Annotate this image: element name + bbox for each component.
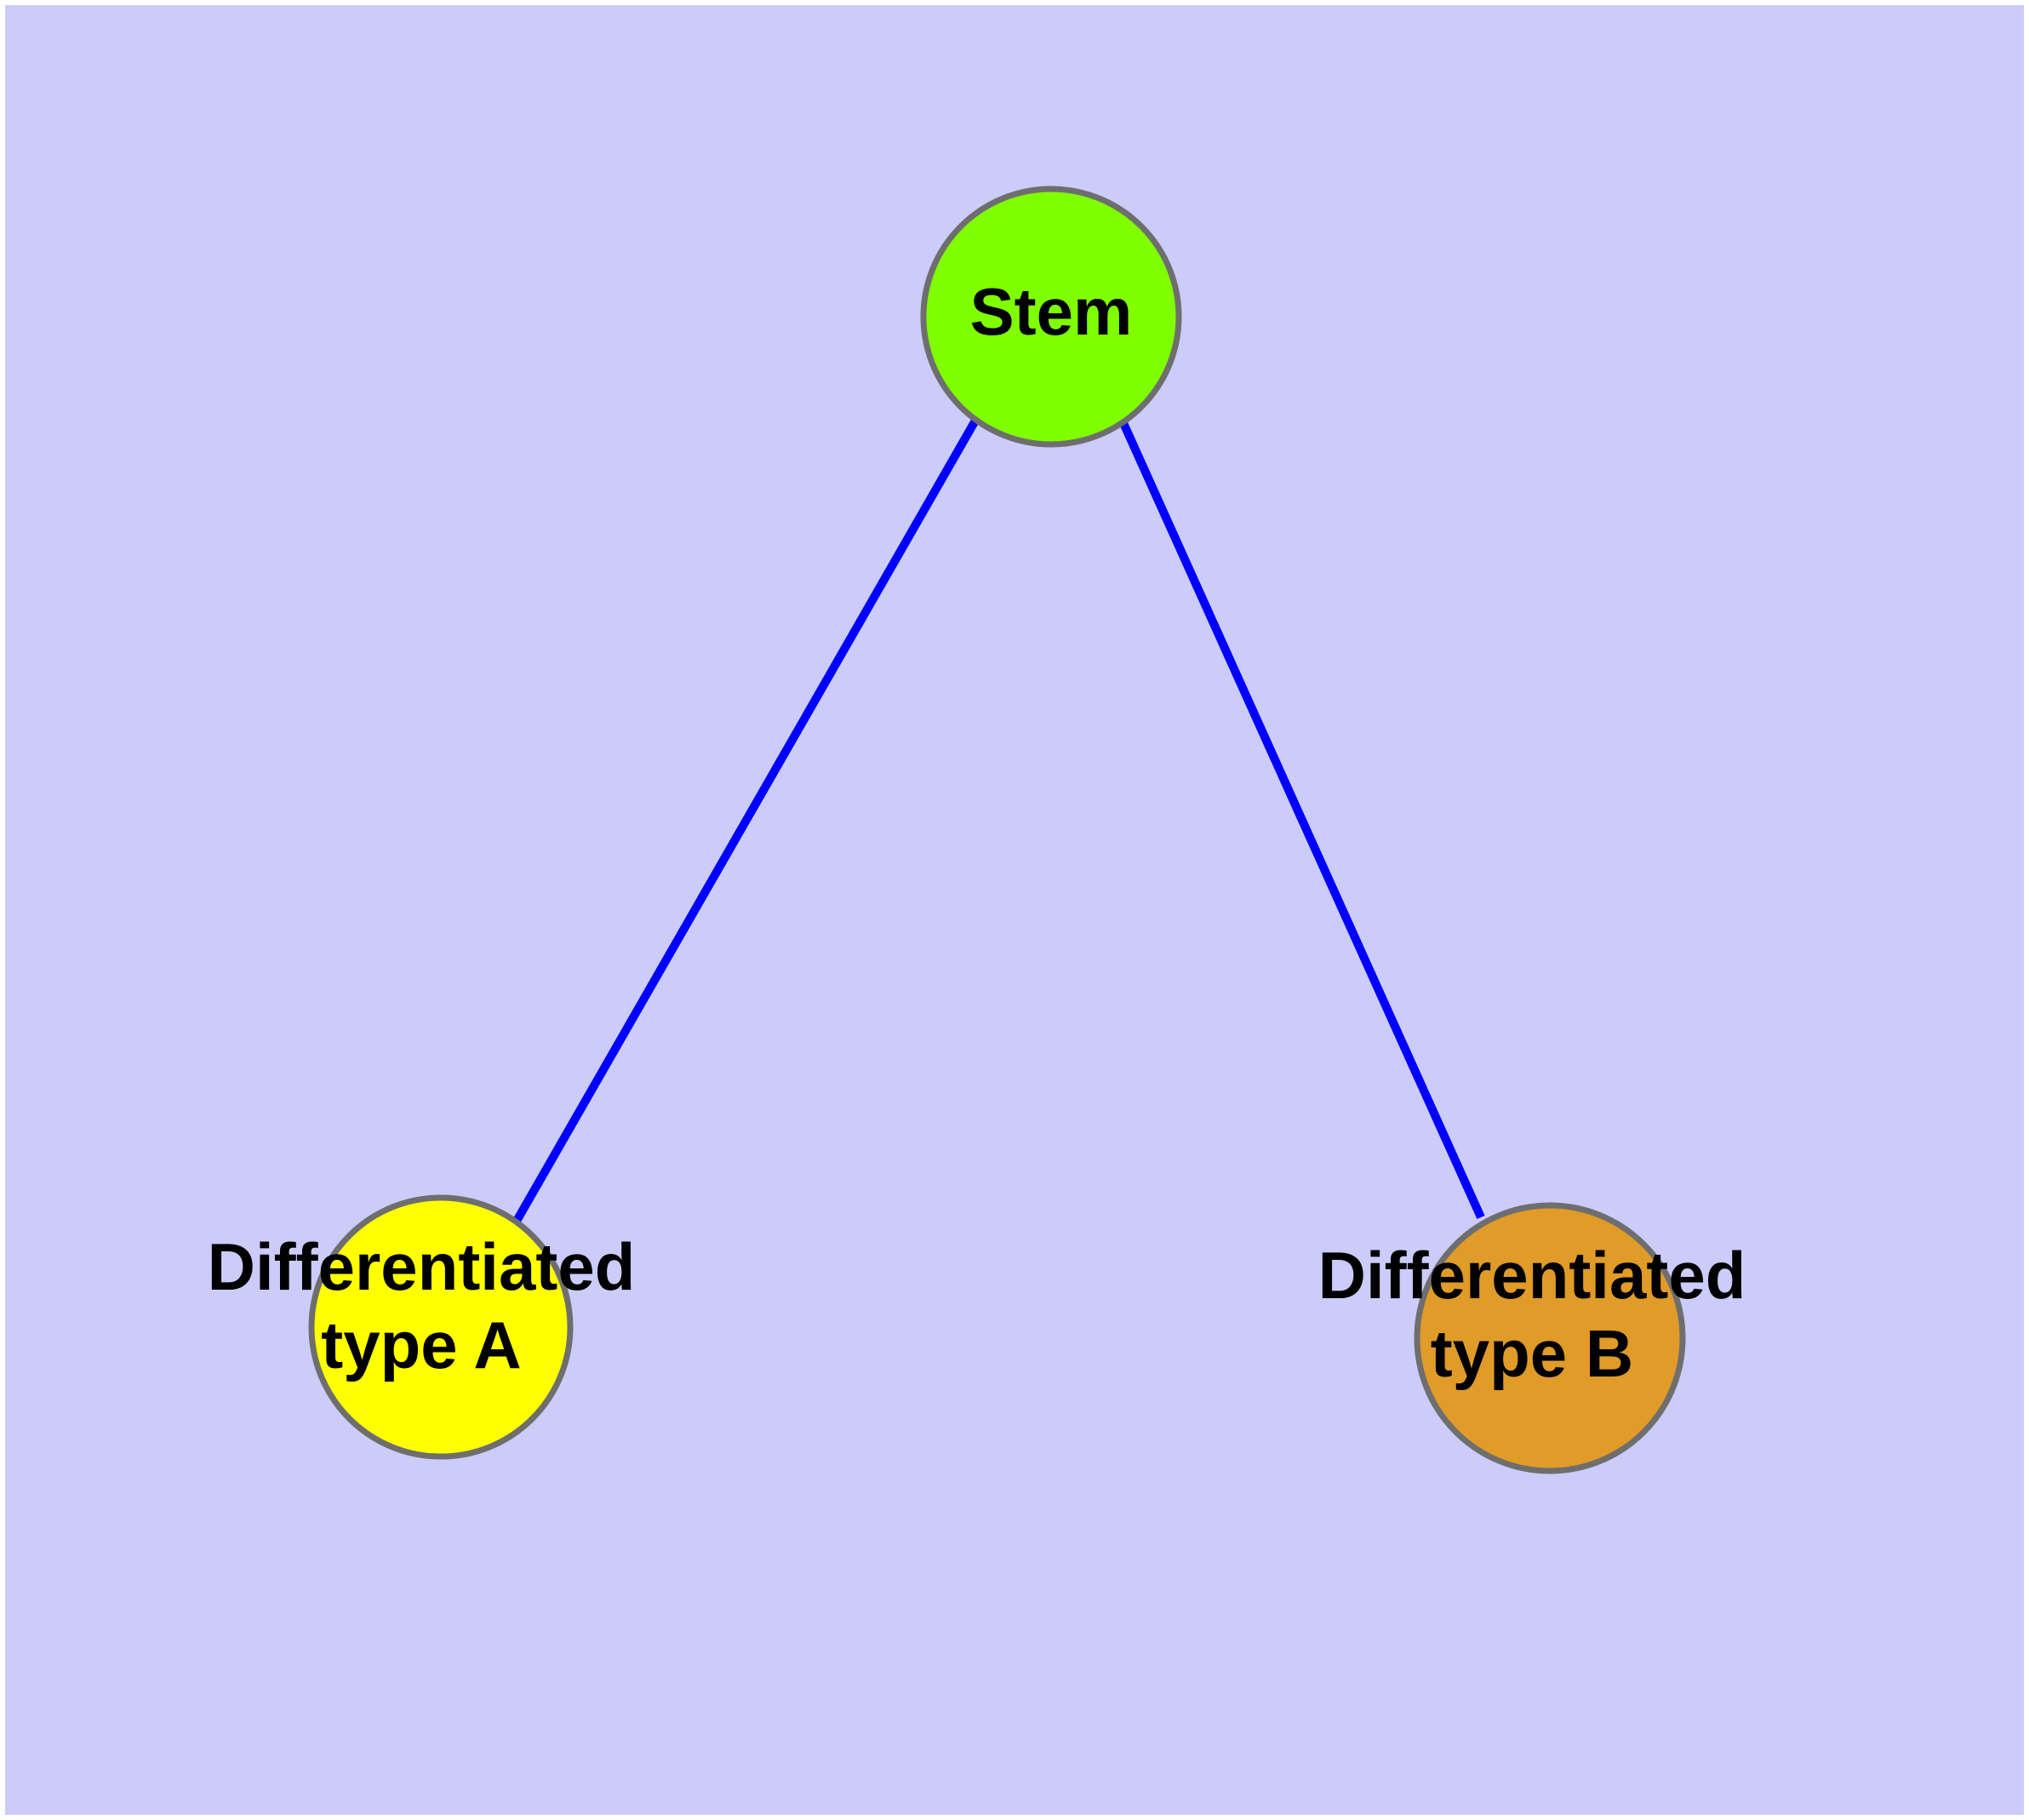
edges-layer [512, 418, 1485, 1225]
node-diff-b[interactable] [1414, 1202, 1686, 1474]
label-line: Stem [970, 274, 1133, 349]
label-line: type A [321, 1308, 522, 1382]
nodes-layer [308, 186, 1686, 1474]
node-label-stem: Stem [970, 274, 1133, 349]
edge-stem-diff-a[interactable] [512, 418, 980, 1225]
label-line: Differentiated [208, 1229, 636, 1304]
label-line: Differentiated [1318, 1238, 1746, 1313]
label-line: type B [1431, 1316, 1633, 1391]
node-stem[interactable] [920, 186, 1182, 448]
node-diff-a[interactable] [308, 1194, 574, 1460]
edge-stem-diff-b[interactable] [1119, 421, 1485, 1220]
